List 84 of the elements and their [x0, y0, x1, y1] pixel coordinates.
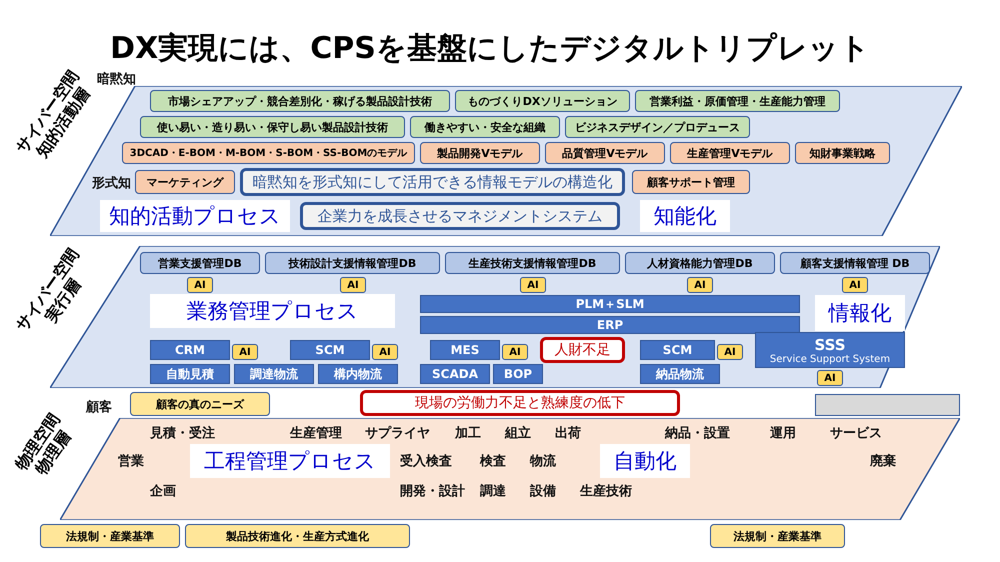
factor-box: 顧客の真のニーズ — [130, 392, 270, 416]
step-label: 組立 — [505, 424, 531, 442]
database-box: 生産技術支援情報管理DB — [445, 252, 620, 274]
layer-heading: サイバー空間知的活動層 — [10, 66, 94, 163]
activity-box: 品質管理Vモデル — [545, 142, 665, 164]
ai-badge: AI — [687, 277, 713, 293]
step-label: 見積・受注 — [150, 424, 215, 442]
layer-heading: サイバー空間実行層 — [10, 244, 86, 336]
step-label: 企画 — [150, 483, 176, 500]
step-label: 検査 — [480, 453, 506, 470]
system-box: SCM — [290, 340, 370, 360]
database-box: 顧客支援情報管理 DB — [780, 252, 930, 274]
ai-badge: AI — [372, 344, 398, 360]
ai-badge: AI — [232, 344, 258, 360]
process-label: 知的活動プロセス — [100, 200, 290, 232]
step-label: 営業 — [118, 453, 144, 470]
step-label: 生産技術 — [580, 482, 632, 500]
key-message-box: 暗黙知を形式知にして活用できる情報モデルの構造化 — [240, 168, 625, 196]
system-name: SSS — [814, 336, 846, 354]
process-label: 知能化 — [640, 200, 730, 232]
system-box — [755, 332, 905, 368]
system-box: MES — [430, 340, 500, 360]
key-message-box: 企業力を成長させるマネジメントシステム — [300, 202, 620, 230]
step-label: 顧客 — [86, 398, 112, 416]
step-label: 加工 — [455, 425, 481, 442]
ai-badge: AI — [520, 277, 546, 293]
slide-title: DX実現には、CPSを基盤にしたデジタルトリプレット — [109, 30, 871, 68]
step-label: サービス — [830, 425, 882, 442]
system-box: 自動見積 — [150, 364, 230, 384]
goal-box: 使い易い・造り易い・保守し易い製品設計技術 — [140, 116, 405, 138]
system-box: CRM — [150, 340, 230, 360]
step-label: 納品・設置 — [665, 425, 730, 442]
issue-box: 現場の労働力不足と熟練度の低下 — [360, 390, 680, 416]
goal-box: 働きやすい・安全な組織 — [410, 116, 560, 138]
ai-badge: AI — [817, 370, 843, 386]
activity-box: マーケティング — [135, 170, 235, 194]
process-label: 自動化 — [600, 444, 690, 478]
system-box: PLM＋SLM — [420, 295, 800, 313]
ai-badge: AI — [340, 277, 366, 293]
process-label: 業務管理プロセス — [150, 294, 395, 328]
database-box: 技術設計支援情報管理DB — [265, 252, 440, 274]
factor-box: 法規制・産業基準 — [710, 524, 845, 548]
step-label: 形式知 — [92, 175, 131, 192]
process-label: 情報化 — [815, 295, 905, 331]
system-box: ERP — [420, 316, 800, 334]
ai-badge: AI — [187, 277, 213, 293]
process-label: 工程管理プロセス — [190, 444, 390, 478]
ai-badge: AI — [842, 277, 868, 293]
goal-box: ものづくりDXソリューション — [455, 90, 630, 112]
ai-badge: AI — [717, 344, 743, 360]
layer-heading: 物理空間物理層 — [10, 408, 76, 480]
activity-box: 知財事業戦略 — [795, 142, 890, 164]
activity-box: 顧客サポート管理 — [632, 170, 750, 194]
activity-box: 製品開発Vモデル — [420, 142, 540, 164]
step-label: 暗黙知 — [97, 70, 136, 88]
goal-box: 市場シェアアップ・競合差別化・稼げる製品設計技術 — [150, 90, 450, 112]
step-label: 出荷 — [555, 425, 581, 442]
system-box: SCM — [640, 340, 715, 360]
step-label: 調達 — [480, 482, 506, 500]
system-box — [815, 394, 960, 416]
activity-box: 生産管理Vモデル — [670, 142, 790, 164]
step-label: 生産管理 — [290, 424, 342, 442]
ai-badge: AI — [502, 344, 528, 360]
goal-box: ビジネスデザイン／プロデュース — [565, 116, 750, 138]
step-label: 運用 — [770, 425, 796, 442]
step-label: 設備 — [530, 483, 556, 500]
step-label: サプライヤ — [365, 424, 430, 442]
step-label: 開発・設計 — [400, 482, 465, 500]
factor-box: 法規制・産業基準 — [40, 524, 180, 548]
system-box: 構内物流 — [318, 364, 398, 384]
system-box: SCADA — [420, 364, 490, 384]
goal-box: 営業利益・原価管理・生産能力管理 — [635, 90, 840, 112]
database-box: 営業支援管理DB — [140, 252, 260, 274]
step-label: 受入検査 — [400, 452, 452, 470]
system-box: 納品物流 — [640, 364, 720, 384]
step-label: 廃棄 — [870, 452, 896, 470]
step-label: 物流 — [530, 452, 556, 470]
factor-box: 製品技術進化・生産方式進化 — [185, 524, 410, 548]
issue-box: 人財不足 — [540, 337, 625, 363]
activity-box: 3DCAD・E-BOM・M-BOM・S-BOM・SS-BOMのモデル — [122, 142, 415, 164]
system-subtitle: Service Support System — [770, 354, 890, 364]
database-box: 人材資格能力管理DB — [625, 252, 775, 274]
system-box: BOP — [493, 364, 543, 384]
system-box: 調達物流 — [234, 364, 314, 384]
